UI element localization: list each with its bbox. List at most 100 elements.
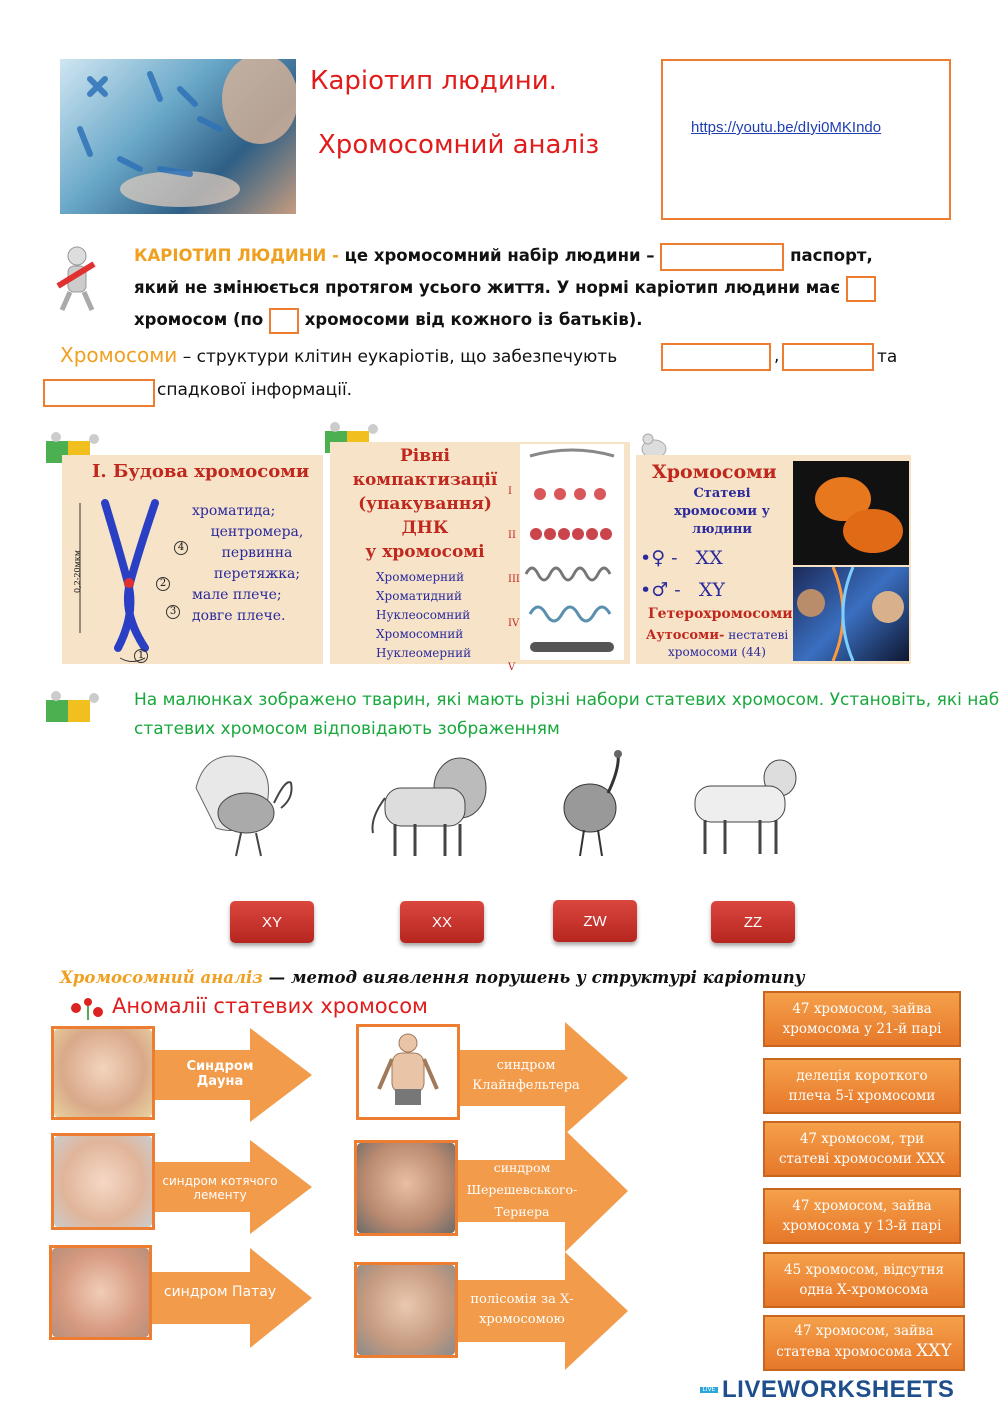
auto-label-2: нестатеві [728, 628, 789, 642]
turner-photo [354, 1140, 458, 1236]
klinefelter-figure [356, 1024, 460, 1120]
level-3: Нуклеосомний [376, 608, 471, 622]
comma: , [774, 346, 780, 366]
definition-text2: паспорт, [790, 246, 873, 265]
label-num-4: 4 [174, 541, 188, 555]
lioness-image [680, 748, 805, 860]
panel1-title: І. Будова хромосоми [92, 461, 310, 482]
chromosome-hand-illustration [77, 54, 298, 207]
definition-line2: який не змінюється протягом усього життя… [134, 278, 841, 297]
definition-line3b: хромосоми від кожного із батьків). [304, 310, 643, 329]
blank-function3[interactable] [43, 379, 155, 407]
panel2-title-1: Рівні [400, 446, 450, 466]
blank-passport[interactable] [660, 242, 785, 271]
label-num-1: 1 [134, 649, 148, 663]
page-title-line2: Хромосомний аналіз [318, 130, 600, 160]
blank-function1[interactable] [661, 343, 771, 371]
liveworksheets-logo: LIVE LIVEWORKSHEETS [700, 1376, 954, 1404]
roman-3: III [508, 574, 520, 585]
chromosome-diagram [79, 499, 159, 662]
video-link-box [661, 59, 951, 220]
auto-label-3: хромосоми (44) [668, 645, 766, 659]
turkey-female-image [550, 748, 635, 860]
arrow-right-1 [420, 1022, 628, 1134]
turkey-male-image [186, 748, 301, 860]
answer-button-xx[interactable]: XX [400, 901, 484, 943]
panel2-title-4: ДНК [401, 518, 449, 538]
scale-label: 0,2-20мкм [73, 549, 83, 594]
option-6-big: XXY [916, 1341, 952, 1361]
video-link[interactable]: https://youtu.be/dIyi0MKIndo [691, 119, 882, 136]
puzzle-people-icon-3 [44, 690, 106, 730]
level-2: Хроматидний [376, 589, 462, 603]
option-box-3[interactable]: 47 хромосом, три статеві хромосоми ХХХ [763, 1121, 961, 1177]
label-patau: синдром Патау [163, 1284, 277, 1300]
female-xx: •♀ - XX [640, 547, 723, 569]
roman-1: I [508, 486, 512, 497]
blank-per-parent[interactable] [269, 307, 299, 334]
lion-image [365, 748, 490, 860]
logo-text: LIVEWORKSHEETS [722, 1376, 955, 1403]
label-num-2: 2 [156, 577, 170, 591]
pencil-person-icon [50, 246, 105, 314]
panel3-sub-1: Статеві [693, 486, 751, 501]
blank-function2[interactable] [782, 343, 874, 371]
panel2-title-2: компактизації [352, 470, 498, 490]
panel3-title: Хромосоми [652, 461, 777, 483]
hetero-label: Гетерохромосоми [648, 606, 793, 622]
label-cri-du-chat: синдром котячого лементу [162, 1174, 278, 1202]
cri-du-chat-photo [51, 1133, 155, 1230]
dna-couple-photo [793, 566, 909, 662]
option-box-1[interactable]: 47 хромосом, зайва хромосома у 21-й парі [763, 991, 961, 1047]
panel2-title-3: (упакування) [358, 494, 492, 514]
page-title-line1: Каріотип людини. [310, 66, 557, 96]
task-text-1: На малюнках зображено тварин, які мають … [134, 690, 1000, 710]
item-centromere: центромера, [210, 524, 304, 540]
arrow-right-2 [420, 1130, 628, 1252]
option-box-2[interactable]: делеція короткого плеча 5-ї хромосоми [763, 1058, 961, 1114]
item-short-arm: мале плече; [192, 587, 282, 603]
chromosome-structure-panel: І. Будова хромосоми 0,2-20мкм 4 2 3 1 хр… [62, 455, 323, 664]
auto-label: Аутосоми- [645, 628, 725, 643]
chromosomes-term: Хромосоми [60, 343, 178, 367]
roman-4: IV [508, 618, 520, 629]
polysomy-photo [354, 1262, 458, 1358]
blank-count[interactable] [845, 275, 876, 302]
item-primary: первинна [221, 545, 293, 561]
answer-button-zw[interactable]: ZW [553, 900, 637, 942]
roman-2: II [508, 530, 516, 541]
answer-button-xy[interactable]: XY [230, 901, 314, 943]
sex-chromosomes-panel: Хромосоми Статеві хромосоми у людини •♀ … [636, 455, 911, 664]
item-constriction: перетяжка; [213, 566, 301, 582]
header-photo [60, 54, 298, 214]
chromosome-photo [793, 461, 909, 565]
anomalies-title: Аномалії статевих хромосом [112, 994, 428, 1018]
dna-compaction-panel: Рівні компактизації (упакування) ДНК у х… [330, 442, 630, 673]
chromosomes-text: – структури клітин еукаріотів, що забезп… [182, 347, 618, 367]
panel3-sub-3: людини [692, 522, 752, 537]
flowers-icon [66, 994, 112, 1022]
task-text-2: статевих хромосом відповідають зображенн… [134, 719, 560, 739]
logo-live-mark: LIVE [700, 1387, 718, 1393]
roman-5: V [508, 662, 516, 673]
option-box-5[interactable]: 45 хромосом, відсутня одна Х-хромосома [763, 1252, 965, 1308]
arrow-right-3 [420, 1252, 628, 1370]
level-4: Хромосомний [376, 627, 464, 641]
chromosomes-tail: спадкової інформації. [157, 380, 353, 400]
level-1: Хромомерний [376, 570, 465, 584]
answer-button-zz[interactable]: ZZ [711, 901, 795, 943]
definition-text1: це хромосомний набір людини – [344, 246, 655, 265]
option-box-6[interactable]: 47 хромосом, зайва статева хромосома XXY [763, 1315, 965, 1371]
label-polysomy: полісомія за Х-хромосомою [470, 1292, 574, 1327]
item-long-arm: довге плече. [192, 608, 286, 624]
item-chromatid: хроматида; [192, 503, 276, 519]
male-xy: •♂ - XY [640, 579, 725, 601]
option-box-4[interactable]: 47 хромосом, зайва хромосома у 13-й парі [763, 1188, 961, 1244]
klinefelter-text: синдром Клайнфельтера [472, 1058, 580, 1093]
panel2-title-5: у хромосомі [365, 542, 485, 562]
down-syndrome-photo [51, 1026, 155, 1120]
label-klinefelter: синдром Клайнфельтера [466, 1054, 586, 1098]
analysis-term: Хромосомний аналіз [60, 968, 263, 987]
analysis-text: — метод виявлення порушень у структурі к… [262, 968, 805, 987]
and-word: та [877, 347, 898, 367]
